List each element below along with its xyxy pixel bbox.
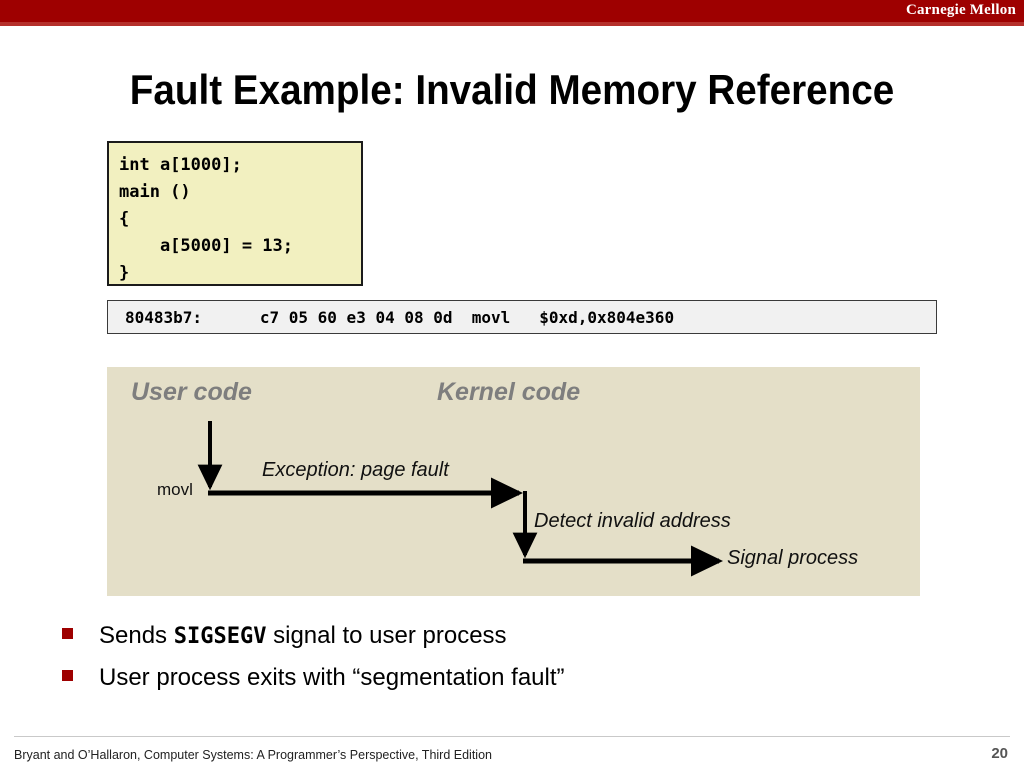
user-code-heading: User code: [131, 378, 252, 406]
bullet-text: User process exits with “segmentation fa…: [99, 664, 565, 692]
page-title: Fault Example: Invalid Memory Reference: [129, 66, 895, 113]
disassembly-block: 80483b7: c7 05 60 e3 04 08 0d movl $0xd,…: [107, 300, 937, 334]
code-line: main (): [119, 182, 191, 202]
bullet-mono: SIGSEGV: [173, 624, 267, 649]
kernel-code-heading: Kernel code: [437, 378, 581, 406]
brand-name: Carnegie Mellon: [905, 2, 1016, 18]
page-number: 20: [991, 745, 1008, 762]
bullet-suffix: signal to user process: [266, 622, 507, 649]
exception-page-fault-label: Exception: page fault: [262, 459, 449, 481]
bullet-text: Sends SIGSEGV signal to user process: [99, 622, 507, 650]
list-item: User process exits with “segmentation fa…: [62, 664, 962, 706]
brand-bar: [0, 0, 1024, 22]
list-item: Sends SIGSEGV signal to user process: [62, 622, 962, 664]
exception-flow-diagram: User code Kernel code movl Exception: pa…: [107, 367, 920, 596]
bullet-prefix: Sends: [99, 622, 174, 649]
diagram-arrows: [197, 421, 724, 577]
code-line: {: [119, 209, 130, 229]
code-line: a[5000] = 13;: [119, 236, 293, 256]
footer-divider: [14, 736, 1010, 737]
movl-instruction-label: movl: [157, 480, 193, 499]
bullet-list: Sends SIGSEGV signal to user process Use…: [62, 622, 962, 706]
bullet-square-icon: [62, 628, 73, 639]
signal-process-label: Signal process: [727, 547, 859, 569]
code-line: int a[1000];: [119, 155, 242, 175]
disassembly-text: 80483b7: c7 05 60 e3 04 08 0d movl $0xd,…: [125, 307, 675, 327]
brand-bar-underline: [0, 22, 1024, 26]
bullet-prefix: User process exits with “segmentation fa…: [99, 664, 565, 691]
code-line: }: [119, 263, 130, 283]
detect-invalid-address-label: Detect invalid address: [534, 510, 731, 532]
footer-citation: Bryant and O’Hallaron, Computer Systems:…: [14, 748, 492, 762]
source-code-block: int a[1000]; main () { a[5000] = 13; }: [107, 141, 363, 286]
bullet-square-icon: [62, 670, 73, 681]
